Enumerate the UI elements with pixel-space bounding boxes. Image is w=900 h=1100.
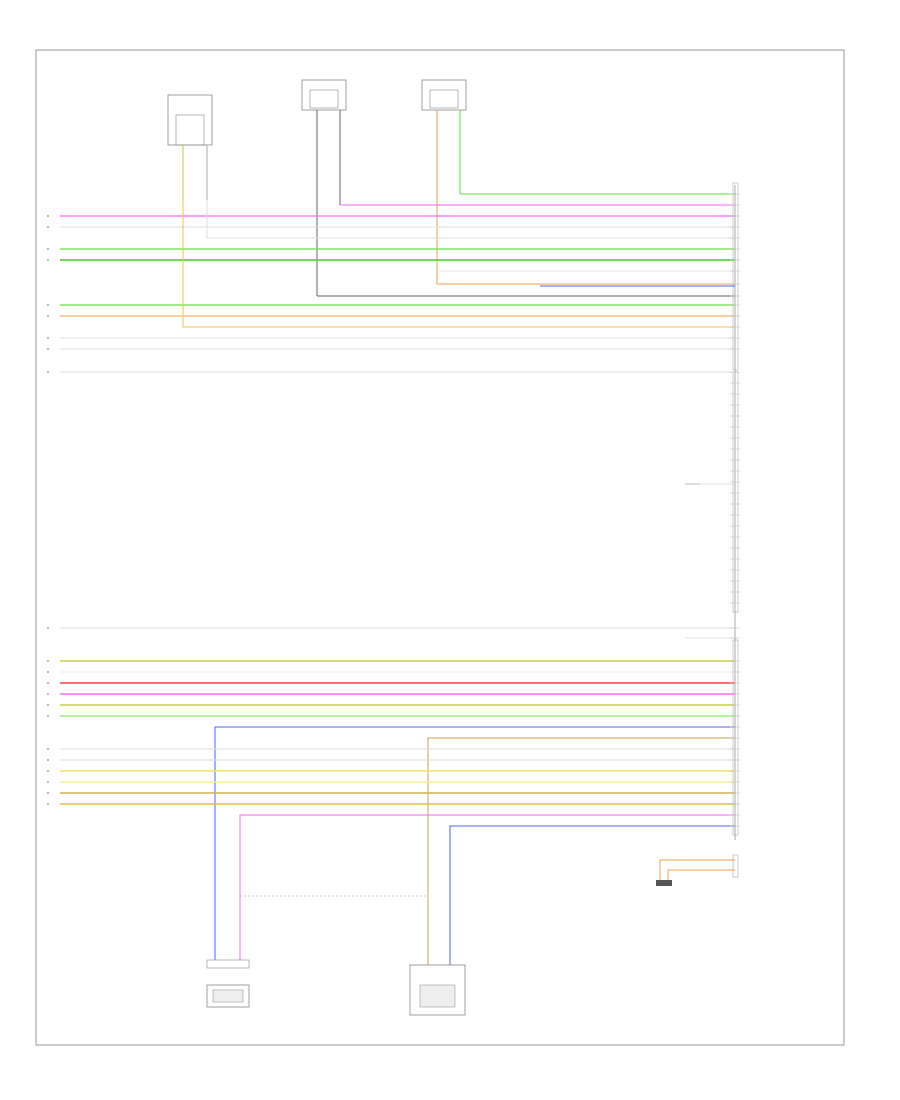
upper-wire-bundle [60,193,735,373]
ground-splice-component [656,854,739,886]
rf-tweeter-component [301,79,347,296]
diagram-frame [35,49,845,1046]
rr-midrange-component [409,840,466,1016]
lower-wire-bundle [60,627,735,840]
lf-tweeter-component [421,79,467,284]
connector-c1 [732,182,739,371]
pin-ticks [730,193,740,604]
rr-tweeter-component [206,840,428,1008]
pin-ticks-lower [730,627,740,827]
lf-speaker-component [167,94,213,200]
left-pin-markers [47,215,49,805]
